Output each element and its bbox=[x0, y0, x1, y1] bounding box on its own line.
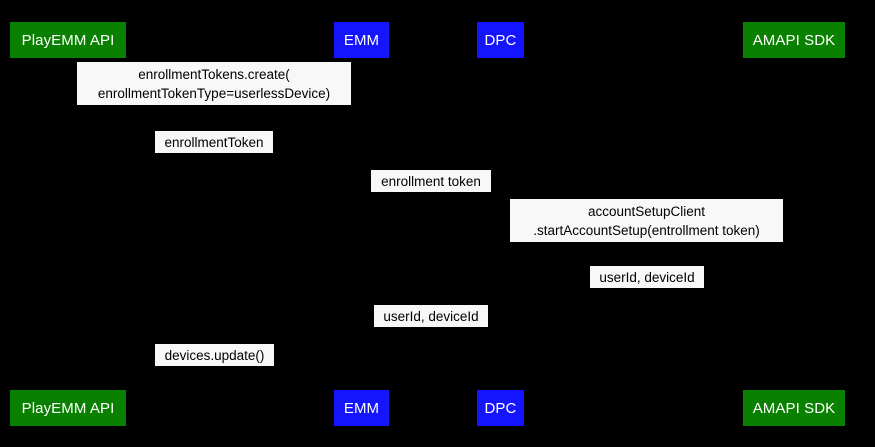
message-label-enrollment-token-to-dpc: enrollment token bbox=[371, 170, 491, 192]
participant-bottom-dpc[interactable]: DPC bbox=[477, 390, 524, 426]
lifeline-dpc bbox=[500, 58, 501, 390]
message-label-userid-deviceid-to-emm: userId, deviceId bbox=[374, 305, 488, 327]
participant-bottom-playemm-api[interactable]: PlayEMM API bbox=[10, 390, 126, 426]
message-label-start-account-setup: accountSetupClient .startAccountSetup(en… bbox=[510, 199, 783, 242]
participant-bottom-amapi-sdk[interactable]: AMAPI SDK bbox=[743, 390, 845, 426]
message-label-devices-update: devices.update() bbox=[155, 344, 274, 366]
participant-label: DPC bbox=[484, 399, 517, 417]
participant-label: DPC bbox=[484, 31, 517, 49]
message-label-enrollment-token-response: enrollmentToken bbox=[155, 131, 273, 153]
message-label-userid-deviceid-to-dpc: userId, deviceId bbox=[590, 266, 704, 288]
lifeline-amapi-sdk bbox=[794, 58, 795, 390]
participant-label: AMAPI SDK bbox=[752, 399, 836, 417]
message-label-enrollment-tokens-create: enrollmentTokens.create( enrollmentToken… bbox=[77, 62, 351, 105]
participant-label: PlayEMM API bbox=[21, 31, 115, 49]
lifeline-playemm-api bbox=[67, 58, 68, 390]
participant-label: AMAPI SDK bbox=[752, 31, 836, 49]
participant-label: EMM bbox=[343, 399, 380, 417]
participant-top-emm[interactable]: EMM bbox=[334, 22, 389, 58]
participant-top-dpc[interactable]: DPC bbox=[477, 22, 524, 58]
lifeline-emm bbox=[361, 58, 362, 390]
participant-label: EMM bbox=[343, 31, 380, 49]
participant-top-amapi-sdk[interactable]: AMAPI SDK bbox=[743, 22, 845, 58]
participant-top-playemm-api[interactable]: PlayEMM API bbox=[10, 22, 126, 58]
participant-label: PlayEMM API bbox=[21, 399, 115, 417]
participant-bottom-emm[interactable]: EMM bbox=[334, 390, 389, 426]
